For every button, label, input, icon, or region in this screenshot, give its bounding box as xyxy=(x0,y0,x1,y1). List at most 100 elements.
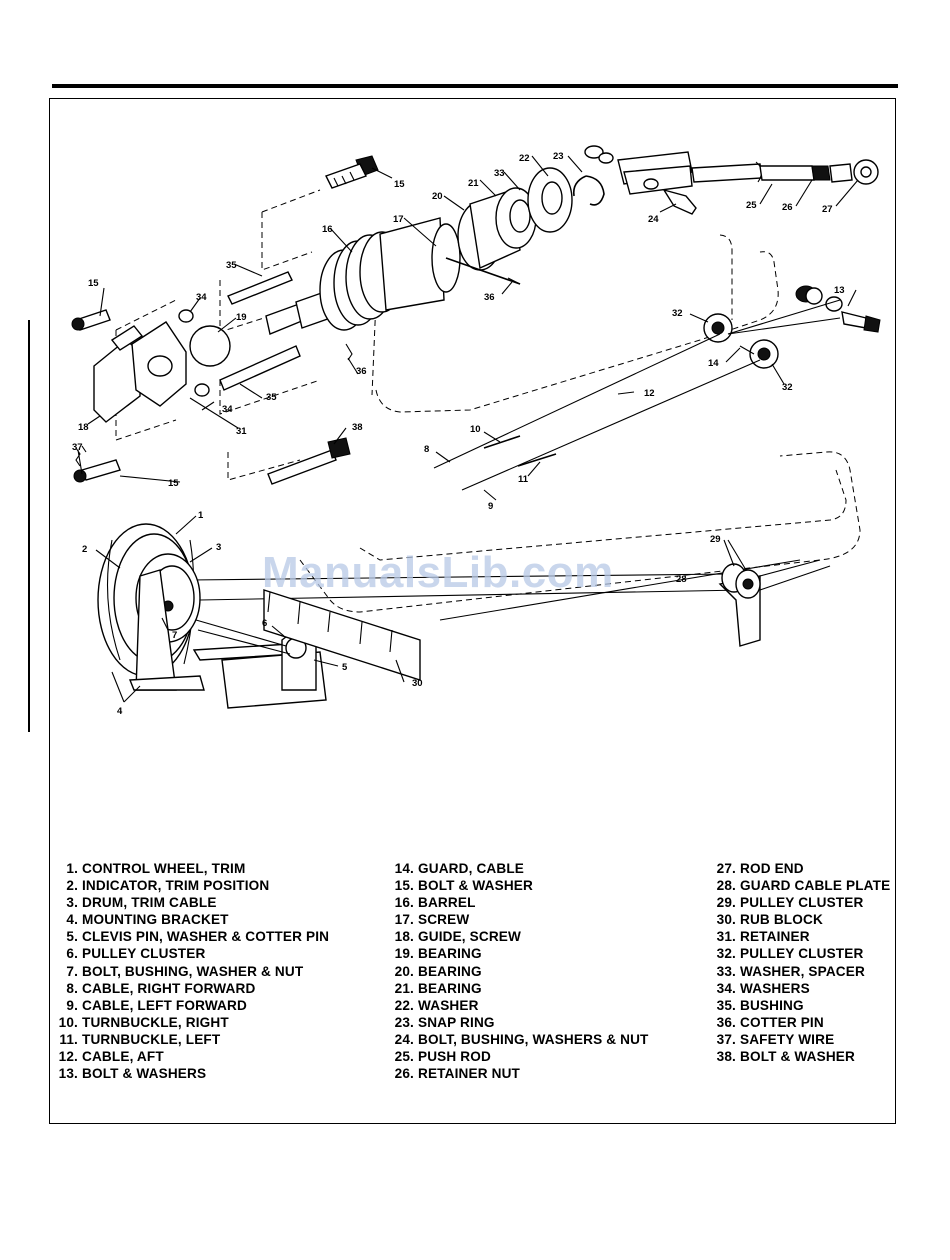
callout-38: 38 xyxy=(352,422,363,433)
callout-20: 20 xyxy=(432,191,443,202)
callout-35-top: 35 xyxy=(226,260,237,271)
callout-33: 33 xyxy=(494,168,505,179)
callout-4: 4 xyxy=(117,706,123,717)
legend-item-number: 16. xyxy=(394,895,414,911)
legend-item-text: BOLT & WASHER xyxy=(418,878,533,894)
callout-9: 9 xyxy=(488,501,493,512)
pulley-cluster-32 xyxy=(703,299,841,369)
legend-item-number: 11. xyxy=(59,1031,78,1047)
callout-16: 16 xyxy=(322,224,333,235)
legend-item-text: ROD END xyxy=(740,861,804,876)
callout-1: 1 xyxy=(198,510,204,521)
legend-item-text: MOUNTING BRACKET xyxy=(82,912,229,928)
legend-item-number: 22. xyxy=(394,997,414,1013)
callout-34-low: 34 xyxy=(222,404,233,415)
callout-15-left: 15 xyxy=(88,278,99,289)
legend-item-text: RETAINER NUT xyxy=(418,1066,520,1082)
legend-item-text: INDICATOR, TRIM POSITION xyxy=(82,878,270,894)
callout-labels: 15 23 22 33 21 20 17 16 35 24 25 26 27 3… xyxy=(72,151,845,717)
legend-item-number: 26. xyxy=(394,1066,414,1082)
cable-routing-upper xyxy=(375,251,779,413)
legend-item: 3.DRUM, TRIM CABLE xyxy=(52,894,329,911)
legend-item-text: BEARING xyxy=(418,946,482,962)
legend-item-number: 29. xyxy=(716,895,736,911)
legend-item-text: BEARING xyxy=(418,963,482,979)
legend-item-number: 35. xyxy=(716,997,736,1013)
margin-change-bar xyxy=(28,320,30,732)
legend-item-number: 14. xyxy=(394,861,414,876)
legend-item-number: 17. xyxy=(394,912,414,928)
legend-item-number: 28. xyxy=(716,878,736,894)
legend-item: 5.CLEVIS PIN, WASHER & COTTER PIN xyxy=(52,928,329,945)
legend-item: 12.CABLE, AFT xyxy=(52,1048,329,1065)
legend-item: 36.COTTER PIN xyxy=(710,1014,890,1031)
legend-item: 19.BEARING xyxy=(388,945,649,962)
legend-item-text: WASHERS xyxy=(740,980,810,996)
legend-item-text: BOLT, BUSHING, WASHER & NUT xyxy=(82,963,304,979)
legend-item-number: 13. xyxy=(58,1066,78,1082)
callout-24: 24 xyxy=(648,214,659,225)
legend-item: 29.PULLEY CLUSTER xyxy=(710,894,890,911)
callout-17: 17 xyxy=(393,214,404,225)
legend-item: 33.WASHER, SPACER xyxy=(710,963,890,980)
legend-item: 6.PULLEY CLUSTER xyxy=(52,945,329,962)
leader-lines xyxy=(81,155,859,703)
legend-item-text: PULLEY CLUSTER xyxy=(740,895,864,911)
callout-15-top: 15 xyxy=(394,179,405,190)
legend-item: 35.BUSHING xyxy=(710,997,890,1014)
legend-item-number: 23. xyxy=(394,1014,414,1030)
legend-item-text: GUIDE, SCREW xyxy=(418,929,522,945)
legend-item-number: 4. xyxy=(66,912,78,928)
callout-5: 5 xyxy=(342,662,348,673)
callout-32-right: 32 xyxy=(782,382,793,393)
legend-item-number: 2. xyxy=(66,878,78,894)
legend-item-number: 37. xyxy=(716,1031,736,1047)
callout-13: 13 xyxy=(834,285,845,296)
callout-7: 7 xyxy=(172,630,177,641)
legend-item-text: COTTER PIN xyxy=(740,1014,824,1030)
screw-guide-bracket xyxy=(71,271,353,485)
legend-item: 4.MOUNTING BRACKET xyxy=(52,911,329,928)
legend-item-text: BOLT, BUSHING, WASHERS & NUT xyxy=(418,1031,649,1047)
legend-item-number: 20. xyxy=(394,963,414,979)
callout-32-left: 32 xyxy=(672,308,683,319)
bolt-13-washers xyxy=(795,285,881,333)
legend-item-number: 27. xyxy=(716,861,736,876)
callout-12: 12 xyxy=(644,388,655,399)
legend-item: 23.SNAP RING xyxy=(388,1014,649,1031)
legend-item: 38.BOLT & WASHER xyxy=(710,1048,890,1065)
callout-8: 8 xyxy=(424,444,429,455)
legend-item: 22.WASHER xyxy=(388,997,649,1014)
legend-item-text: RETAINER xyxy=(740,929,810,945)
legend-item-text: CABLE, RIGHT FORWARD xyxy=(82,980,256,996)
legend-item-number: 5. xyxy=(66,929,78,945)
legend-item: 11.TURNBUCKLE, LEFT xyxy=(52,1031,329,1048)
legend-item-text: PULLEY CLUSTER xyxy=(82,946,206,962)
legend-item-number: 12. xyxy=(58,1049,78,1065)
legend-item: 27. ROD END xyxy=(710,860,890,877)
legend-item: 34.WASHERS xyxy=(710,980,890,997)
legend-item-number: 6. xyxy=(66,946,78,962)
legend-item-number: 9. xyxy=(66,997,78,1013)
callout-36-top: 36 xyxy=(484,292,495,303)
pulley-cluster-29 xyxy=(718,559,831,647)
legend-item: 31.RETAINER xyxy=(710,928,890,945)
legend-item: 20.BEARING xyxy=(388,963,649,980)
callout-34-top: 34 xyxy=(196,292,207,303)
legend-item-number: 30. xyxy=(716,912,736,928)
legend-item: 17.SCREW xyxy=(388,911,649,928)
legend-item: 21.BEARING xyxy=(388,980,649,997)
cable-routing-inner xyxy=(359,469,847,561)
callout-18: 18 xyxy=(78,422,89,433)
legend-item-text: BOLT & WASHER xyxy=(740,1049,855,1065)
callout-6: 6 xyxy=(262,618,267,629)
callout-31: 31 xyxy=(236,426,247,437)
legend-item-number: 33. xyxy=(716,963,736,979)
callout-19: 19 xyxy=(236,312,247,323)
legend-item: 18.GUIDE, SCREW xyxy=(388,928,649,945)
legend-item-number: 7. xyxy=(66,963,78,979)
control-wheel-assembly xyxy=(97,523,421,709)
legend-item-text: SNAP RING xyxy=(418,1014,495,1030)
